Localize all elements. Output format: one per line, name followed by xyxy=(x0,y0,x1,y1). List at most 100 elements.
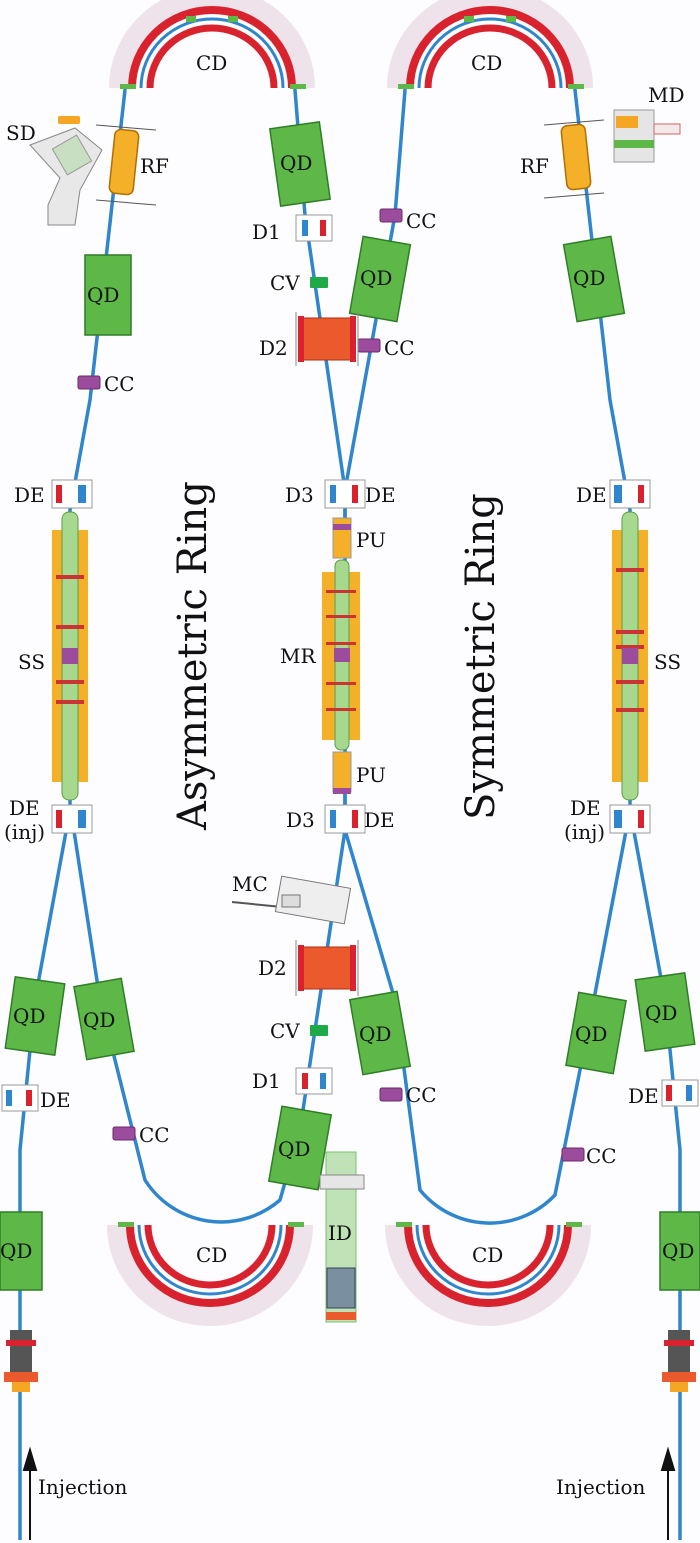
pu-lower xyxy=(332,751,352,794)
labels: CD CD CD CD SD MD RF RF QD QD QD QD QD Q… xyxy=(0,51,694,1499)
label-rf-right: RF xyxy=(520,154,549,178)
qd-left-bottom xyxy=(0,1211,43,1291)
cd-bottom-right xyxy=(385,1222,591,1326)
label-ss-right: SS xyxy=(654,650,681,674)
d1-lower xyxy=(295,1067,333,1095)
sd-detector xyxy=(29,116,103,226)
label-qd-center-upper: QD xyxy=(360,266,392,290)
ss-right xyxy=(612,511,648,801)
mr-solenoid xyxy=(322,559,360,751)
d2-lower xyxy=(295,940,359,996)
cd-top-left xyxy=(109,0,315,89)
label-sd: SD xyxy=(6,121,36,145)
md-detector xyxy=(613,109,681,163)
d2-upper xyxy=(295,312,359,366)
de-left-upper xyxy=(51,479,93,509)
cc-center-lower xyxy=(379,1087,403,1102)
cc-left-lower xyxy=(112,1126,136,1141)
qd-left-lower-b xyxy=(73,977,135,1061)
qd-right-lower-b xyxy=(634,972,696,1052)
label-qd-center-bottom: QD xyxy=(278,1137,310,1161)
title-asymmetric-ring: Asymmetric Ring xyxy=(170,481,216,831)
rf-right xyxy=(543,119,605,199)
de-left-inj xyxy=(51,804,93,834)
label-qd-left-upper: QD xyxy=(87,283,119,307)
label-cd-top-right: CD xyxy=(471,51,502,75)
label-de-right-lower: DE xyxy=(628,1084,659,1108)
title-symmetric-ring: Symmetric Ring xyxy=(458,493,504,820)
label-id: ID xyxy=(328,1221,352,1245)
cc-right-lower xyxy=(561,1147,585,1162)
label-d2-upper: D2 xyxy=(259,336,288,360)
mc-detector xyxy=(231,875,352,925)
label-cd-bottom-right: CD xyxy=(472,1243,503,1267)
label-injection-left: Injection xyxy=(38,1475,127,1499)
id-detector xyxy=(319,1151,365,1323)
label-qd-left-lower-a: QD xyxy=(13,1004,45,1028)
label-pu-upper: PU xyxy=(356,528,386,552)
injection-arrowhead-right xyxy=(660,1446,676,1471)
qd-top-center xyxy=(268,121,332,207)
ss-left xyxy=(52,511,88,801)
label-qd-right-bottom: QD xyxy=(662,1239,694,1263)
label-inj-left: (inj) xyxy=(4,820,45,844)
label-de-left-lower: DE xyxy=(40,1088,71,1112)
qd-right-upper xyxy=(562,235,626,323)
de-units xyxy=(1,479,699,1112)
label-qd-right-lower-b: QD xyxy=(645,1001,677,1025)
label-cc-right-lower: CC xyxy=(586,1144,617,1168)
cv-lower xyxy=(310,1025,328,1036)
qd-right-bottom xyxy=(659,1211,700,1291)
de-left-lower xyxy=(1,1084,39,1112)
label-cv-upper: CV xyxy=(270,271,300,295)
cc-top xyxy=(379,208,403,223)
label-cv-lower: CV xyxy=(270,1019,300,1043)
label-qd-left-bottom: QD xyxy=(0,1239,32,1263)
label-mr: MR xyxy=(280,644,316,668)
label-cc-center-upper: CC xyxy=(384,336,415,360)
label-rf-left: RF xyxy=(140,154,169,178)
label-d3-lower: D3 xyxy=(286,808,315,832)
cv-upper xyxy=(310,277,328,288)
qd-center-lower xyxy=(348,990,412,1076)
label-inj-right: (inj) xyxy=(564,820,605,844)
label-de-left-upper: DE xyxy=(14,483,45,507)
d3-de-lower xyxy=(324,804,366,834)
label-d1-upper: D1 xyxy=(252,220,281,244)
label-de-center-upper: DE xyxy=(365,483,396,507)
d3-de-upper xyxy=(324,479,366,509)
label-d2-lower: D2 xyxy=(258,956,287,980)
d1-upper xyxy=(295,214,333,242)
label-cc-left-upper: CC xyxy=(104,372,135,396)
cd-top-right xyxy=(387,0,593,89)
label-cc-center-lower: CC xyxy=(406,1083,437,1107)
label-cd-top-left: CD xyxy=(196,51,227,75)
de-right-lower xyxy=(661,1079,699,1107)
injection-stack-right xyxy=(662,1330,696,1392)
cc-center-upper xyxy=(357,338,381,353)
label-pu-lower: PU xyxy=(356,763,386,787)
injection-stack-left xyxy=(4,1330,38,1392)
injection-arrowhead-left xyxy=(22,1446,38,1471)
label-ss-left: SS xyxy=(18,650,45,674)
label-md: MD xyxy=(648,83,685,107)
label-cd-bottom-left: CD xyxy=(196,1243,227,1267)
qd-right-lower-a xyxy=(565,991,627,1075)
rf-left xyxy=(95,124,157,206)
label-qd-left-lower-b: QD xyxy=(83,1008,115,1032)
label-de-left-inj: DE xyxy=(9,796,40,820)
label-qd-right-lower-a: QD xyxy=(575,1022,607,1046)
beam-right-injection xyxy=(628,809,682,1540)
label-de-right-upper: DE xyxy=(576,483,607,507)
label-mc: MC xyxy=(232,872,268,896)
beam-left-injection xyxy=(18,809,72,1540)
pu-upper xyxy=(332,517,352,559)
label-cc-left-lower: CC xyxy=(139,1123,170,1147)
injection-arrows xyxy=(22,1446,676,1540)
label-qd-right-upper: QD xyxy=(573,266,605,290)
qd-left-upper xyxy=(84,254,132,336)
cd-bottom-left xyxy=(107,1222,313,1326)
label-d3-upper: D3 xyxy=(285,483,314,507)
qd-center-upper xyxy=(348,235,412,323)
